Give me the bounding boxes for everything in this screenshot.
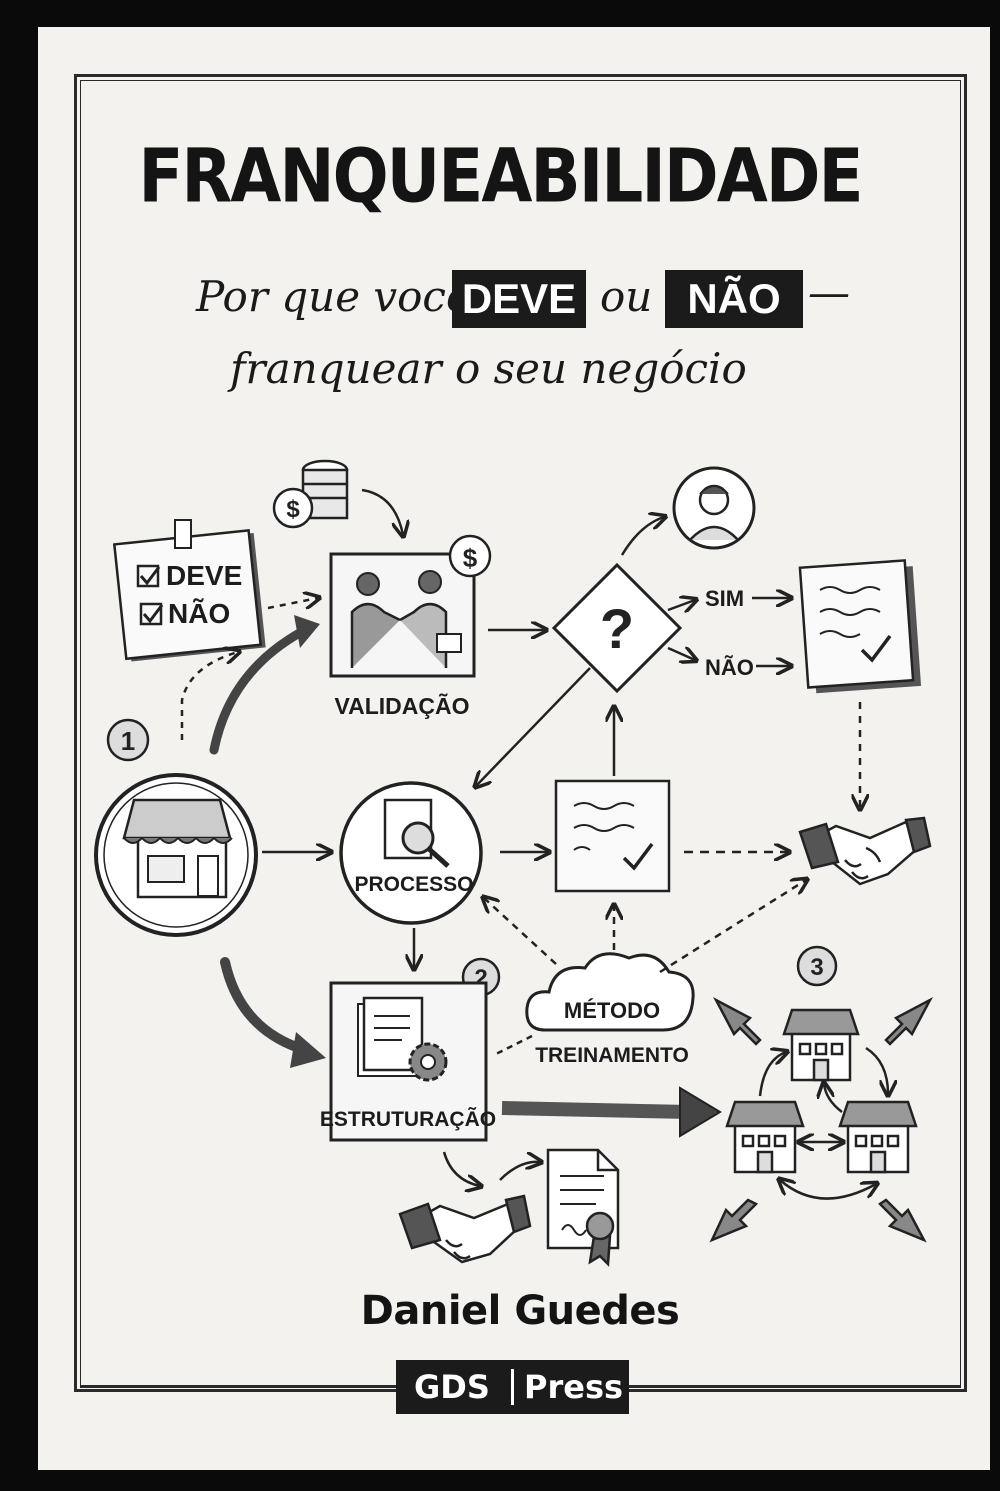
person-avatar-icon — [672, 466, 756, 550]
subtitle-deve-badge: DEVE — [452, 270, 586, 328]
franchise-store-left-icon — [725, 1100, 805, 1174]
step-3-badge — [796, 945, 838, 987]
svg-text:?: ? — [600, 597, 634, 660]
certificate-icon — [546, 1148, 620, 1267]
subtitle-line2: franquear o seu negócio — [230, 344, 747, 393]
sim-label: SIM — [705, 586, 744, 611]
structuring-document-gear-icon — [329, 981, 488, 1142]
handshake-icon — [798, 816, 932, 886]
treinamento-label: TREINAMENTO — [535, 1044, 689, 1067]
subtitle-or: ou — [600, 272, 653, 321]
publisher-name-press: Press — [524, 1368, 624, 1406]
publisher-separator — [511, 1369, 514, 1405]
subtitle-dash: — — [808, 268, 850, 317]
checked-document-icon — [554, 779, 671, 893]
author-name: Daniel Guedes — [360, 1288, 680, 1334]
approved-document-icon — [798, 559, 922, 694]
franchise-store-right-icon — [838, 1100, 918, 1174]
publisher-logo: GDS Press — [396, 1360, 629, 1414]
validation-handshake-icon — [329, 534, 492, 678]
handshake-bottom-icon — [398, 1194, 532, 1264]
coins-icon — [272, 459, 349, 529]
svg-text:3: 3 — [810, 954, 823, 981]
expansion-arrows-icon — [709, 996, 934, 1243]
checklist-deve-label: DEVE — [166, 560, 242, 591]
decision-question-icon — [551, 562, 683, 694]
publisher-name-gds: GDS — [414, 1368, 490, 1406]
step-1-badge — [106, 718, 150, 762]
checklist-note-icon — [112, 519, 266, 662]
processo-label: PROCESSO — [354, 873, 473, 896]
method-cloud-icon — [525, 952, 695, 1032]
svg-text:$: $ — [286, 496, 300, 523]
svg-text:1: 1 — [121, 726, 135, 756]
subtitle-prefix: Por que você — [196, 272, 471, 321]
nao-label: NÃO — [705, 655, 754, 680]
checklist-nao-label: NÃO — [168, 598, 230, 629]
store-icon — [94, 773, 258, 937]
metodo-label: MÉTODO — [564, 998, 660, 1023]
validacao-label: VALIDAÇÃO — [334, 692, 469, 719]
estruturacao-label: ESTRUTURAÇÃO — [320, 1108, 496, 1131]
svg-text:$: $ — [463, 543, 478, 573]
book-title: FRANQUEABILIDADE — [138, 133, 863, 220]
franchise-store-top-icon — [782, 1008, 860, 1082]
process-magnifier-icon — [339, 781, 483, 925]
subtitle-nao-badge: NÃO — [665, 270, 803, 328]
